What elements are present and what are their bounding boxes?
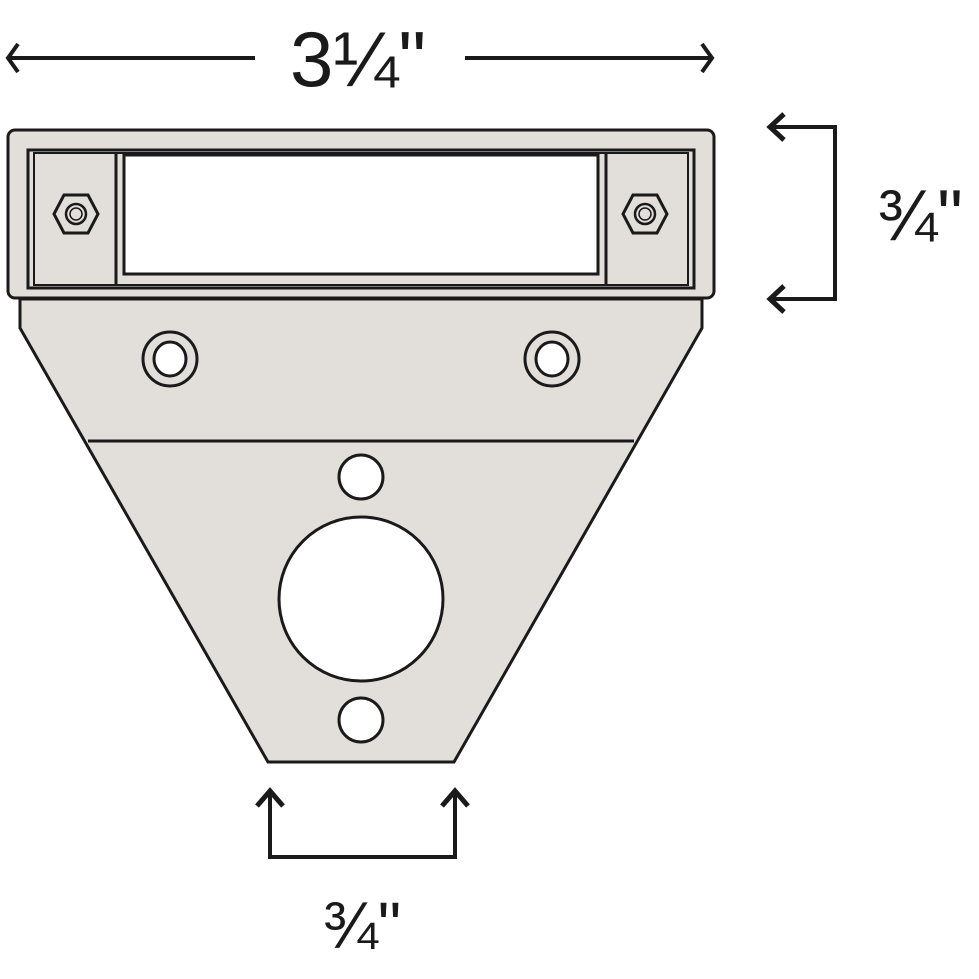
arrow-up-icon <box>255 787 285 808</box>
arrow-left-icon <box>766 112 786 142</box>
mounting-plate <box>18 297 704 764</box>
arrow-left-icon <box>766 284 786 314</box>
top-width-dimension: 3¼" <box>5 15 715 103</box>
screw-hole-top-icon <box>337 453 385 501</box>
faceplate-height-label: ¾" <box>877 176 963 256</box>
dimension-bracket-bottom <box>268 793 457 859</box>
faceplate <box>6 128 716 300</box>
arrow-up-icon <box>440 787 470 808</box>
bottom-width-dimension: ¾" <box>255 787 470 962</box>
hex-screw-left-icon <box>52 193 100 235</box>
arrow-left-icon <box>5 42 20 74</box>
dimension-bracket-right <box>770 125 837 301</box>
arrow-right-icon <box>700 42 715 74</box>
screw-hole-bottom-icon <box>337 696 385 744</box>
hex-screw-right-icon <box>621 193 669 235</box>
faceplate-inner-frame-2 <box>33 152 689 286</box>
right-height-dimension: ¾" <box>766 112 963 314</box>
faceplate-inner-frame <box>26 148 696 290</box>
mounting-hole-right-icon <box>523 330 581 388</box>
mounting-hole-left-icon <box>141 330 199 388</box>
lens-window <box>122 153 600 276</box>
wire-knockout-hole-icon <box>277 515 445 683</box>
top-width-label: 3¼" <box>290 15 426 103</box>
bottom-width-label: ¾" <box>323 888 401 962</box>
